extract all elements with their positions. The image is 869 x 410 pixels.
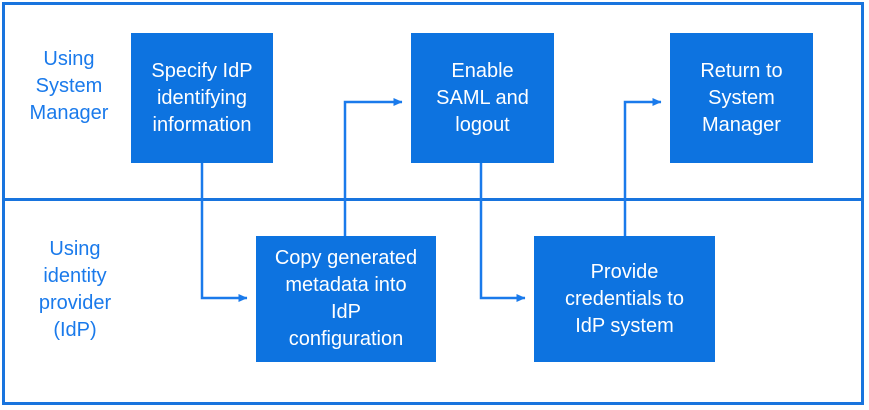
node-return-to-system-manager[interactable]: Return to System Manager bbox=[670, 33, 813, 163]
diagram-outer-frame bbox=[2, 2, 864, 405]
node-enable-saml[interactable]: Enable SAML and logout bbox=[411, 33, 554, 163]
node-copy-generated-metadata[interactable]: Copy generated metadata into IdP configu… bbox=[256, 236, 436, 362]
node-specify-idp[interactable]: Specify IdP identifying information bbox=[131, 33, 273, 163]
node-provide-credentials[interactable]: Provide credentials to IdP system bbox=[534, 236, 715, 362]
lane-label-identity-provider: Using identity provider (IdP) bbox=[38, 238, 112, 341]
lane-divider bbox=[2, 198, 864, 201]
lane-label-system-manager: Using System Manager bbox=[29, 48, 109, 124]
